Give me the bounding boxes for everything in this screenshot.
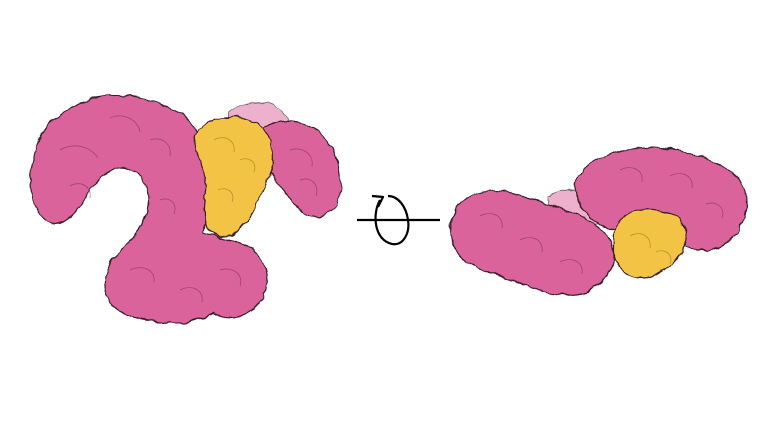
yellow-rotated-texture [629,233,672,265]
rotate-about-horizontal-axis-icon [357,194,440,246]
yellow-surface-texture [213,137,256,203]
yellow-chain [194,116,273,237]
pink-chain-main [30,95,268,325]
rotated-view [450,147,747,295]
rotated-view-surface-texture [479,167,724,275]
front-view [30,95,342,325]
pink-chain-left-lobe [450,190,615,295]
front-view-surface-texture [59,115,318,303]
